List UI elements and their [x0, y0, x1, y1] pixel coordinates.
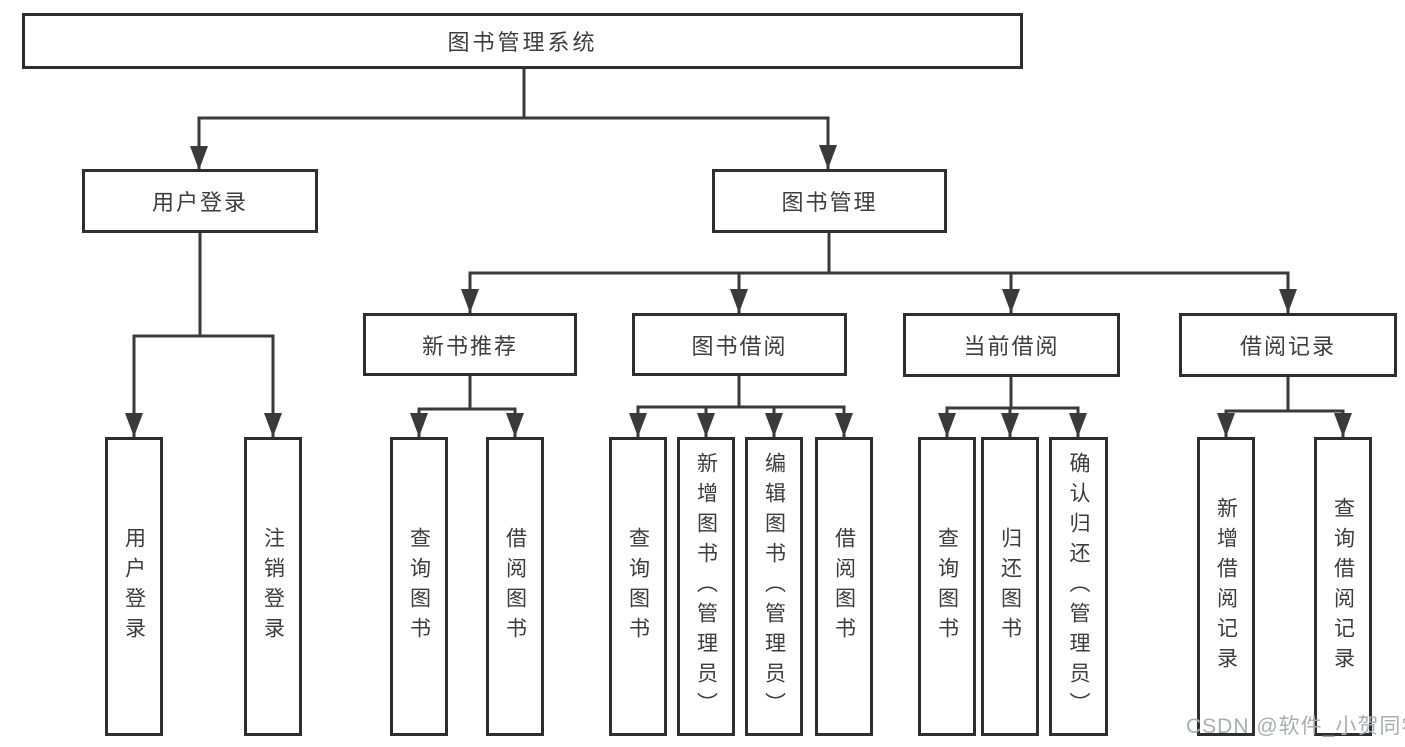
leaf-add-borrow-record: 新增借阅记录 — [1197, 437, 1255, 736]
node-label: 注销登录 — [261, 526, 285, 647]
leaf-user-login: 用户登录 — [105, 437, 163, 736]
node-label: 用户登录 — [122, 526, 146, 647]
node-label: 新书推荐 — [421, 333, 518, 359]
node-current-borrowing: 当前借阅 — [903, 313, 1120, 377]
leaf-query-books-3: 查询图书 — [918, 437, 976, 736]
leaf-query-books-1: 查询图书 — [390, 437, 448, 736]
leaf-logout: 注销登录 — [244, 437, 302, 736]
node-label: 查询图书 — [626, 526, 650, 647]
leaf-confirm-return-admin: 确认归还（管理员） — [1049, 437, 1108, 736]
node-label: 查询借阅记录 — [1331, 496, 1355, 677]
node-root-library-system: 图书管理系统 — [22, 13, 1023, 69]
node-label: 查询图书 — [935, 526, 959, 647]
node-label: 借阅图书 — [503, 526, 527, 647]
leaf-query-borrow-record: 查询借阅记录 — [1314, 437, 1372, 736]
leaf-add-book-admin: 新增图书（管理员） — [677, 437, 735, 736]
leaf-query-books-2: 查询图书 — [609, 437, 667, 736]
node-label: 图书借阅 — [691, 333, 788, 359]
node-label: 用户登录 — [151, 190, 248, 215]
node-label: 新增图书（管理员） — [694, 451, 718, 722]
leaf-borrow-books-2: 借阅图书 — [815, 437, 873, 736]
node-borrowing-records: 借阅记录 — [1179, 313, 1397, 377]
leaf-edit-book-admin: 编辑图书（管理员） — [745, 437, 803, 736]
node-label: 编辑图书（管理员） — [762, 451, 786, 722]
node-label: 查询图书 — [407, 526, 431, 647]
node-label: 图书管理系统 — [447, 30, 598, 55]
node-label: 借阅记录 — [1239, 334, 1336, 359]
leaf-borrow-books-1: 借阅图书 — [486, 437, 544, 736]
leaf-return-book: 归还图书 — [981, 437, 1039, 736]
node-user-login: 用户登录 — [82, 169, 318, 233]
node-label: 归还图书 — [998, 526, 1022, 647]
node-label: 图书管理 — [781, 190, 878, 215]
node-label: 当前借阅 — [963, 334, 1060, 359]
node-label: 确认归还（管理员） — [1067, 451, 1090, 722]
node-book-management: 图书管理 — [712, 169, 947, 233]
node-book-borrowing: 图书借阅 — [632, 313, 847, 376]
node-label: 借阅图书 — [832, 526, 856, 647]
node-label: 新增借阅记录 — [1214, 496, 1238, 677]
csdn-watermark: CSDN @软件_小贺同学 — [1186, 715, 1405, 738]
node-new-book-recommendation: 新书推荐 — [363, 313, 577, 376]
